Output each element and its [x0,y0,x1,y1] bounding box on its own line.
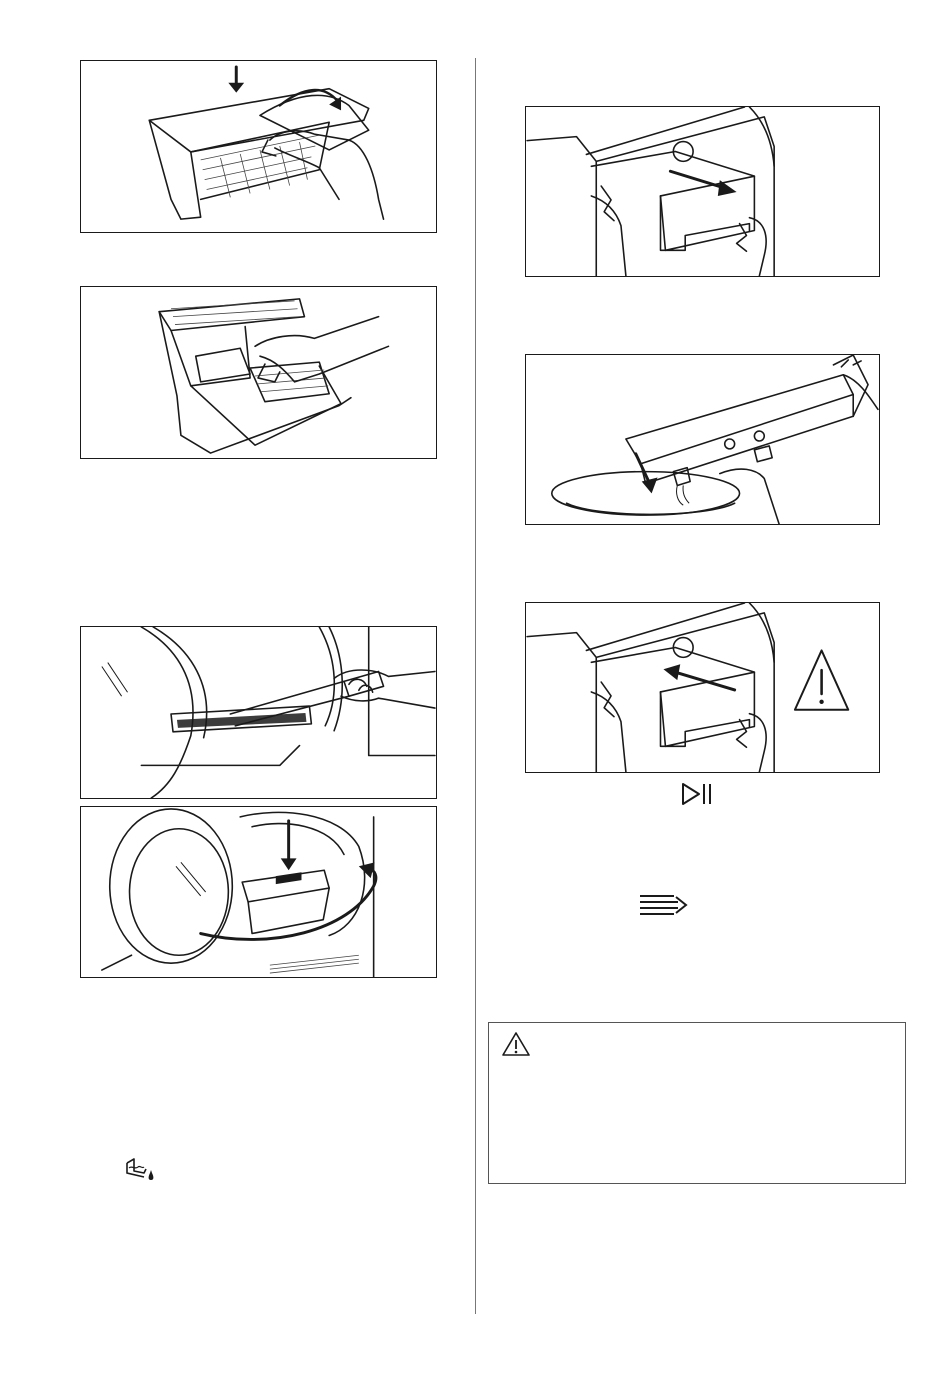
filter-open-illustration [80,60,437,233]
filter-reinsert-illustration [80,806,437,978]
warning-box [488,1022,906,1184]
water-container-push-illustration [525,602,880,773]
filter-clean-illustration [80,286,437,459]
water-container-pull-illustration [525,106,880,277]
water-container-empty-illustration [525,354,880,525]
rinse-lines-arrow-icon [638,893,688,917]
door-seal-vacuum-illustration [80,626,437,799]
start-pause-icon [680,781,714,807]
water-container-drop-icon [124,1157,158,1183]
column-divider [475,58,476,1314]
warning-icon [501,1031,531,1057]
warning-triangle-icon [795,650,848,709]
